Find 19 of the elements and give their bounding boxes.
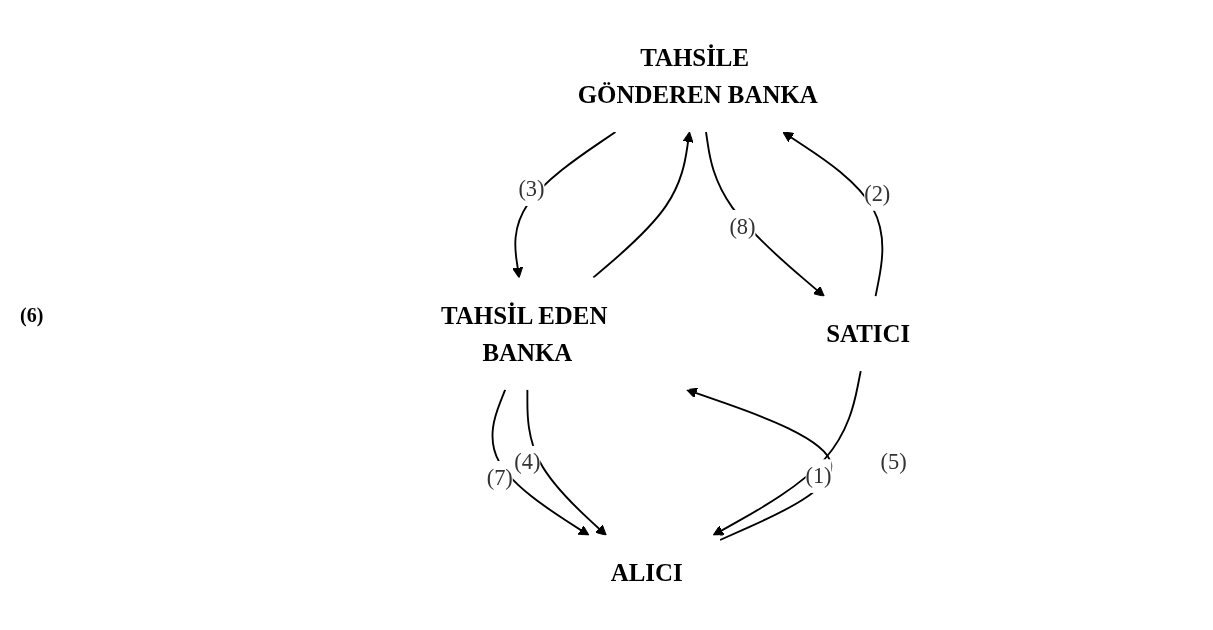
edge-label: (4) bbox=[514, 449, 541, 475]
arrow bbox=[712, 370, 862, 536]
edge-label: (3) bbox=[518, 176, 545, 201]
edge-label: (2) bbox=[864, 180, 891, 206]
edge-label: (5) bbox=[880, 449, 907, 475]
edge-label: (7) bbox=[486, 464, 513, 490]
arrow bbox=[526, 388, 607, 536]
step-number: (6) bbox=[20, 303, 45, 327]
node-text: SATICI bbox=[826, 319, 911, 348]
edge-label: (8) bbox=[729, 213, 756, 239]
node-text: ALICI bbox=[610, 559, 683, 587]
arrow bbox=[705, 131, 825, 297]
arrow bbox=[782, 131, 884, 298]
arrow bbox=[512, 131, 617, 279]
node-text: TAHSİL EDEN BANKA bbox=[441, 301, 608, 367]
edge-label: (1) bbox=[805, 463, 832, 488]
arrow bbox=[592, 131, 694, 279]
node-text: TAHSİLE GÖNDEREN BANKA bbox=[577, 43, 818, 109]
arrow bbox=[491, 388, 590, 536]
